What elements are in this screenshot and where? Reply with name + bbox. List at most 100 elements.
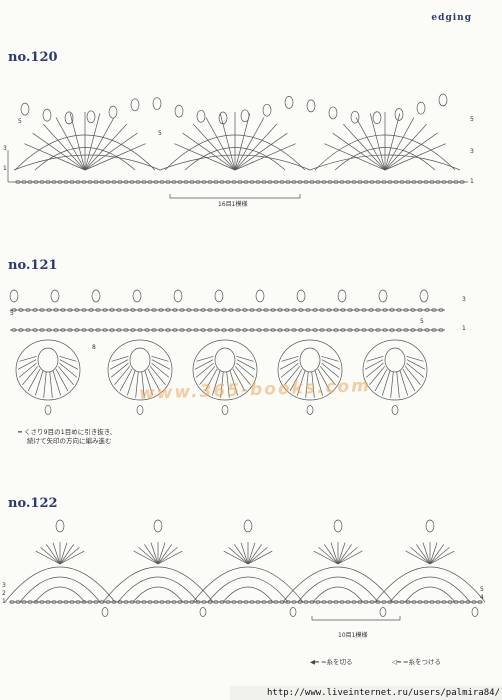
stitch-stroke (234, 143, 296, 171)
chain-stitch (429, 600, 435, 604)
chain-stitch (165, 600, 171, 604)
chain-stitch (354, 308, 360, 312)
picot-loop (378, 289, 388, 303)
stitch-stroke (52, 542, 61, 565)
stitch-stroke (369, 366, 386, 385)
stitch-stroke (110, 362, 129, 378)
stitch-stroke (157, 550, 183, 565)
picot-loop (243, 519, 253, 533)
stitch-stroke (332, 132, 386, 171)
chain-stitch (256, 308, 262, 312)
chain-stitch (201, 180, 207, 184)
row-label-122-e: 5 (480, 586, 484, 593)
chain-stitch (221, 308, 227, 312)
stitch-stroke (144, 544, 159, 565)
chain-stitch (45, 600, 51, 604)
chain-stitch (417, 180, 423, 184)
chain-stitch (405, 180, 411, 184)
stitch-stroke (247, 542, 256, 565)
stitch-stroke (321, 355, 339, 362)
chain-stitch (453, 180, 459, 184)
chain-stitch (267, 180, 273, 184)
chain-stitch (375, 180, 381, 184)
peak-arc (389, 576, 471, 603)
drop-picot (199, 607, 207, 617)
stitch-stroke (337, 542, 346, 565)
chain-stitch (297, 180, 303, 184)
chain-stitch (297, 600, 303, 604)
fan-arc (334, 147, 436, 171)
stitch-stroke (114, 366, 131, 385)
stitch-stroke (46, 544, 61, 565)
row-label-121-d: 8 (92, 344, 96, 351)
stitch-stroke (404, 366, 421, 385)
picot-loop (425, 519, 435, 533)
chain-stitch (273, 600, 279, 604)
chain-stitch (201, 600, 207, 604)
chain-stitch (171, 600, 177, 604)
chain-stitch (69, 600, 75, 604)
chain-stitch (153, 180, 159, 184)
chain-stitch (32, 308, 38, 312)
stitch-stroke (247, 550, 273, 565)
stitch-stroke (141, 371, 145, 398)
stitch-stroke (422, 542, 431, 565)
chain-stitch (39, 308, 45, 312)
chain-stitch (179, 308, 185, 312)
chain-stitch (375, 600, 381, 604)
stitch-stroke (135, 371, 139, 398)
pattern-title-121: no.121 (8, 258, 58, 273)
stitch-stroke (355, 117, 386, 171)
picot-loop (296, 289, 306, 303)
chain-stitch (53, 308, 59, 312)
chain-stitch (189, 600, 195, 604)
stitch-stroke (247, 544, 262, 565)
stitch-stroke (223, 550, 249, 565)
stitch-stroke (247, 547, 268, 565)
chain-stitch (231, 180, 237, 184)
chain-stitch (333, 328, 339, 332)
picot-loop (130, 98, 140, 112)
stitch-stroke (429, 550, 455, 565)
chain-stitch (326, 308, 332, 312)
chain-stitch (219, 600, 225, 604)
chain-stitch (381, 600, 387, 604)
chain-stitch (270, 308, 276, 312)
chain-stitch (158, 328, 164, 332)
chain-stitch (207, 308, 213, 312)
stitch-stroke (234, 544, 249, 565)
fan-arc (164, 134, 306, 171)
chain-stitch (177, 600, 183, 604)
stitch-stroke (240, 542, 249, 565)
chain-stitch (195, 180, 201, 184)
chain-stitch (357, 180, 363, 184)
stitch-stroke (406, 355, 424, 362)
chain-stitch (225, 180, 231, 184)
chain-stitch (242, 328, 248, 332)
chain-stitch (417, 328, 423, 332)
chain-stitch (431, 328, 437, 332)
chain-stitch (95, 328, 101, 332)
chain-stitch (225, 600, 231, 604)
chain-stitch (263, 308, 269, 312)
stitch-stroke (59, 359, 79, 370)
stitch-stroke (182, 132, 236, 171)
chain-stitch (123, 308, 129, 312)
chain-stitch (321, 180, 327, 184)
stitch-stroke (236, 355, 254, 362)
stitch-stroke (313, 550, 339, 565)
row-label-122-a: 3 (2, 582, 6, 589)
chain-stitch (417, 308, 423, 312)
stitch-stroke (84, 117, 115, 171)
chain-stitch (438, 328, 444, 332)
picot-loop (240, 109, 250, 123)
picot-loop (337, 289, 347, 303)
chain-stitch (123, 180, 129, 184)
stitch-stroke (157, 542, 166, 565)
row-label-121-e: 5 (10, 310, 14, 317)
chain-stitch (389, 308, 395, 312)
chain-stitch (279, 600, 285, 604)
chain-stitch (270, 328, 276, 332)
chain-stitch (263, 328, 269, 332)
fan-arc (34, 147, 136, 171)
